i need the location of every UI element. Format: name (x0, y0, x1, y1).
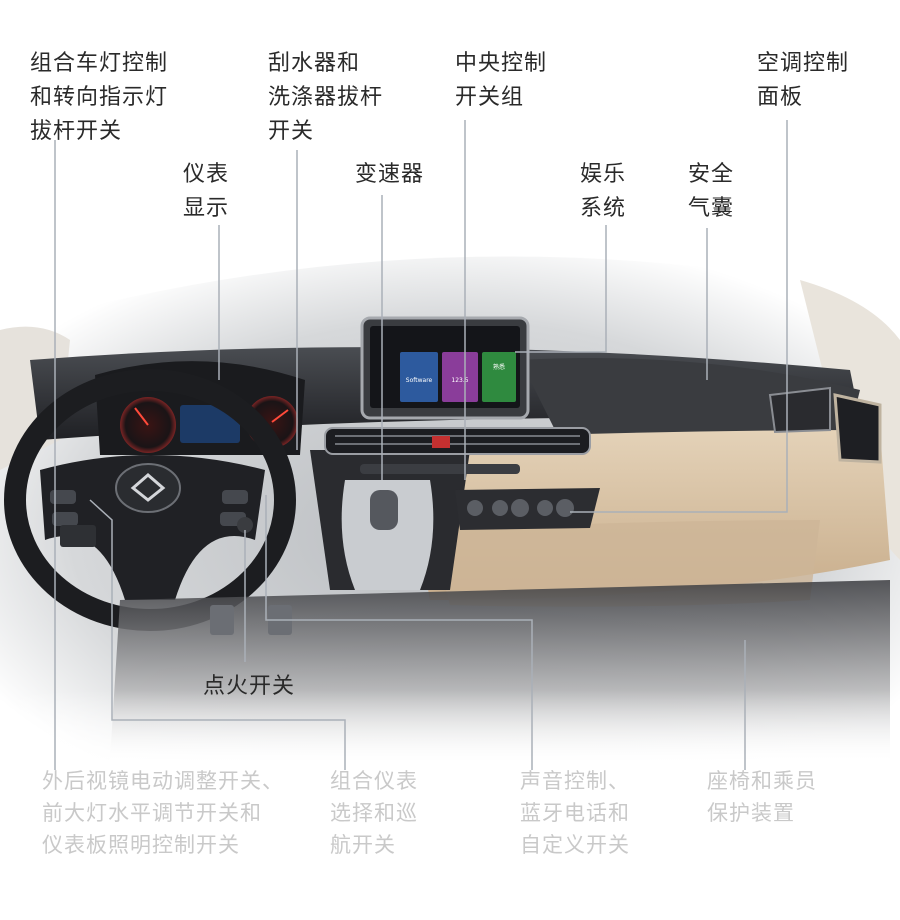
label-audio-bt: 声音控制、 蓝牙电话和 自定义开关 (520, 765, 630, 861)
label-line: 航开关 (330, 833, 396, 857)
label-line: 开关 (268, 119, 315, 144)
label-line: 组合车灯控制 (30, 51, 169, 76)
label-line: 仪表板照明控制开关 (42, 833, 240, 857)
label-line: 点火开关 (203, 674, 296, 699)
bottom-fade (0, 690, 900, 770)
screen-tile-blue (400, 352, 438, 402)
label-airbag: 安全 气囊 (688, 158, 734, 226)
hazard-button (432, 436, 450, 448)
label-line: 自定义开关 (520, 833, 630, 857)
label-line: 和转向指示灯 (30, 85, 169, 110)
right-vent (768, 386, 831, 434)
screen-tile-2-text: 123.5 (451, 377, 468, 384)
center-switch-strip (360, 464, 520, 474)
screen-tile-green (482, 352, 516, 402)
label-line: 组合仪表 (330, 769, 418, 793)
label-infotainment: 娱乐 系统 (580, 158, 626, 226)
label-wiper-stalk: 刮水器和 洗涤器拔杆 开关 (268, 47, 383, 149)
label-ignition: 点火开关 (203, 670, 295, 704)
leader-audio-bt (265, 495, 533, 770)
label-line: 拔杆开关 (30, 119, 123, 144)
screen-tile-purple (442, 352, 478, 402)
label-seat-protection: 座椅和乘员 保护装置 (707, 765, 817, 829)
label-line: 显示 (183, 196, 230, 221)
label-line: 前大灯水平调节开关和 (42, 801, 262, 825)
label-line: 声音控制、 (520, 769, 630, 793)
label-line: 座椅和乘员 (707, 769, 817, 793)
label-line: 仪表 (183, 162, 230, 187)
center-vents (324, 427, 591, 455)
label-line: 娱乐 (580, 162, 627, 187)
label-line: 气囊 (688, 196, 735, 221)
steering-wheel-spokes (40, 455, 265, 600)
label-line: 中央控制 (455, 51, 548, 76)
label-line: 洗涤器拔杆 (268, 85, 384, 110)
label-center-switches: 中央控制 开关组 (455, 47, 547, 115)
shifter-surround (341, 480, 434, 590)
label-line: 系统 (580, 196, 627, 221)
leader-lines (54, 120, 788, 770)
leader-cluster-cruise (89, 499, 346, 770)
screen-tile-1-text: Software (406, 377, 433, 384)
steering-hub (115, 463, 181, 513)
label-line: 安全 (688, 162, 735, 187)
label-line: 面板 (757, 85, 804, 110)
leader-ac-panel (570, 120, 788, 513)
cluster-display (180, 405, 240, 443)
screen-tile-3-text: 熟悉 (493, 363, 505, 371)
label-headlight-stalk: 组合车灯控制 和转向指示灯 拔杆开关 (30, 47, 168, 149)
label-mirror-switches: 外后视镜电动调整开关、 前大灯水平调节开关和 仪表板照明控制开关 (42, 765, 284, 861)
pedal (210, 605, 234, 635)
label-instrument-display: 仪表 显示 (183, 158, 229, 226)
gear-knob (370, 490, 398, 530)
label-line: 开关组 (455, 85, 525, 110)
label-cluster-cruise: 组合仪表 选择和巡 航开关 (330, 765, 418, 861)
label-line: 选择和巡 (330, 801, 418, 825)
label-line: 变速器 (355, 162, 425, 187)
leader-infotainment (515, 225, 607, 353)
label-line: 刮水器和 (268, 51, 361, 76)
side-vent (833, 393, 882, 464)
label-ac-panel: 空调控制 面板 (757, 47, 849, 115)
label-gear-shifter: 变速器 (355, 158, 424, 192)
label-line: 空调控制 (757, 51, 850, 76)
label-line: 外后视镜电动调整开关、 (42, 769, 284, 793)
label-line: 蓝牙电话和 (520, 801, 630, 825)
ignition-switch (237, 517, 253, 533)
left-dash-switches (60, 525, 96, 547)
brand-logo (130, 473, 166, 502)
label-line: 保护装置 (707, 801, 795, 825)
